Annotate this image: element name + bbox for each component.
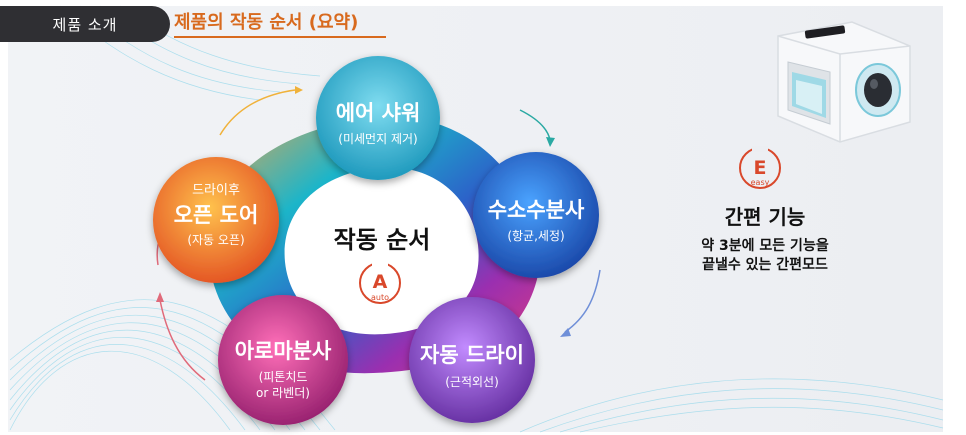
step-title-hydrogen-water: 수소수분사 [488,198,585,222]
step-title-air-shower: 에어 샤워 [336,101,421,125]
step-title-open-door: 오픈 도어 [174,203,259,227]
step-sub-hydrogen-water: (항균,세정) [507,229,564,243]
product-image [777,21,911,143]
page-title: 제품의 작동 순서 (요약) [174,12,359,33]
easy-title: 간편 기능 [724,205,806,229]
step-sub-open-door: (자동 오픈) [187,233,244,247]
auto-badge-icon: A auto [359,262,401,304]
step-circle-hydrogen-water [473,152,599,278]
step-circle-auto-dry [409,297,535,423]
easy-badge-icon: E easy [739,146,781,189]
title-underline [174,36,386,38]
auto-badge-sub: auto [371,293,389,302]
auto-badge-letter: A [373,271,388,293]
easy-desc-line1: 약 3분에 모든 기능을 [701,238,829,254]
step-circle-aroma [218,295,348,425]
step-title-aroma: 아로마분사 [235,339,332,363]
easy-badge-letter: E [754,157,767,179]
step-sub-air-shower: (미세먼지 제거) [338,132,417,146]
section-tab: 제품 소개 [0,6,170,42]
easy-desc-line2: 끝낼수 있는 간편모드 [702,257,828,273]
step-sub1-aroma: (피톤치드 [259,370,308,384]
step-title-auto-dry: 자동 드라이 [420,343,524,367]
section-tab-label: 제품 소개 [52,15,118,34]
step-sub2-aroma: or 라벤더) [256,386,310,400]
cycle-arrows [156,86,601,381]
step-pre-open-door: 드라이후 [192,183,240,198]
easy-description: 약 3분에 모든 기능을 끝낼수 있는 간편모드 [660,237,870,275]
center-title: 작동 순서 [334,226,431,254]
easy-badge-sub: easy [751,178,770,187]
step-sub-auto-dry: (근적외선) [445,375,499,389]
step-circle-air-shower [316,56,440,180]
step-circle-open-door [153,157,279,283]
wave-lines-right [519,378,944,433]
